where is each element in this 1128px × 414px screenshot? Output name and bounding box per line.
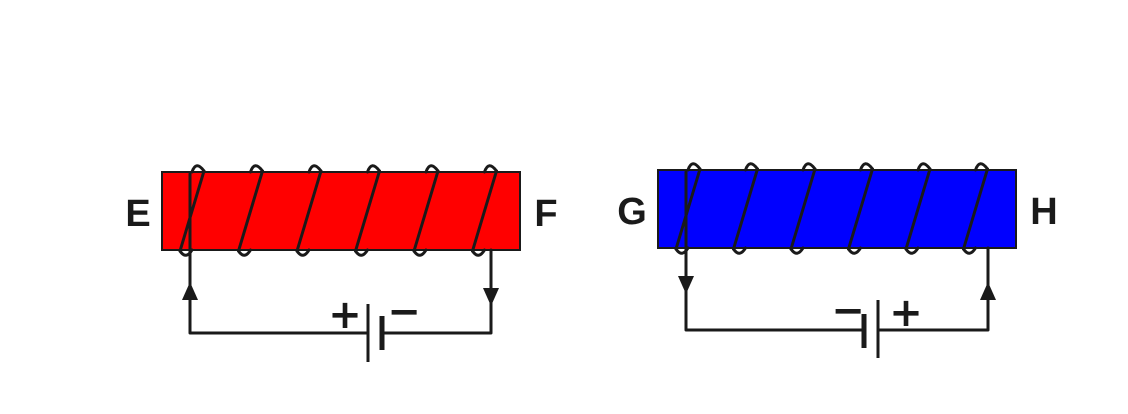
right-coil-turn-1 bbox=[674, 167, 702, 251]
left-current-arrow-down bbox=[483, 288, 499, 306]
right-coil bbox=[674, 162, 989, 255]
left-battery-minus-sign: − bbox=[387, 289, 421, 335]
left-coil-top-loop-3 bbox=[307, 164, 323, 174]
left-wire-left bbox=[188, 172, 370, 335]
left-coil bbox=[178, 164, 498, 257]
right-coil-bottom-loop-5 bbox=[904, 246, 920, 255]
left-coil-turn-5 bbox=[412, 169, 440, 253]
right-battery-plus-sign: + bbox=[889, 290, 923, 336]
left-coil-bottom-loop-3 bbox=[295, 248, 311, 257]
right-coil-top-loop-6 bbox=[974, 162, 989, 172]
label-g: G bbox=[617, 191, 647, 233]
left-coil-top-loop-5 bbox=[424, 164, 440, 174]
right-coil-top-loop-5 bbox=[916, 162, 932, 172]
right-electromagnet: − + G H bbox=[617, 162, 1058, 358]
label-f: F bbox=[534, 193, 557, 235]
right-coil-top-loop-2 bbox=[744, 162, 759, 172]
right-core bbox=[657, 169, 1017, 249]
right-coil-turn-5 bbox=[904, 167, 932, 251]
right-wire-right bbox=[876, 246, 990, 332]
left-coil-top-loop-4 bbox=[366, 164, 381, 174]
left-coil-top-loop-2 bbox=[249, 164, 264, 174]
left-coil-turn-4 bbox=[354, 169, 381, 253]
left-coil-top-loop-6 bbox=[483, 164, 498, 174]
right-coil-bottom-loop-4 bbox=[847, 246, 862, 255]
left-current-arrow-up bbox=[182, 282, 198, 300]
right-coil-top-loop-3 bbox=[801, 162, 817, 172]
left-coil-turn-6 bbox=[471, 169, 498, 253]
left-coil-turn-1 bbox=[178, 169, 206, 253]
left-coil-turn-2 bbox=[237, 169, 264, 253]
left-coil-bottom-loop-6 bbox=[471, 248, 486, 257]
right-current-arrow-up bbox=[980, 282, 996, 300]
right-coil-bottom-loop-3 bbox=[789, 246, 805, 255]
left-battery-plus-sign: + bbox=[328, 292, 362, 338]
left-coil-top-loop-1 bbox=[190, 164, 206, 174]
left-wire-right bbox=[380, 248, 493, 335]
left-battery bbox=[366, 304, 385, 362]
left-coil-turn-3 bbox=[295, 169, 323, 253]
right-coil-top-loop-4 bbox=[859, 162, 874, 172]
left-electromagnet: + − E F bbox=[125, 164, 558, 362]
left-coil-bottom-loop-2 bbox=[237, 248, 252, 257]
label-h: H bbox=[1030, 191, 1057, 233]
right-coil-turn-2 bbox=[732, 167, 759, 251]
right-coil-turn-6 bbox=[962, 167, 989, 251]
left-core bbox=[161, 171, 521, 251]
right-coil-bottom-loop-6 bbox=[962, 246, 977, 255]
right-coil-turn-4 bbox=[847, 167, 874, 251]
right-coil-turn-3 bbox=[789, 167, 817, 251]
right-wire-left bbox=[684, 170, 866, 332]
right-battery bbox=[861, 300, 880, 358]
right-current-arrow-down bbox=[678, 276, 694, 294]
label-e: E bbox=[125, 193, 150, 235]
left-coil-bottom-loop-5 bbox=[412, 248, 428, 257]
right-battery-minus-sign: − bbox=[831, 288, 865, 334]
left-coil-bottom-loop-4 bbox=[354, 248, 369, 257]
right-coil-bottom-loop-2 bbox=[732, 246, 747, 255]
right-coil-top-loop-1 bbox=[686, 162, 702, 172]
